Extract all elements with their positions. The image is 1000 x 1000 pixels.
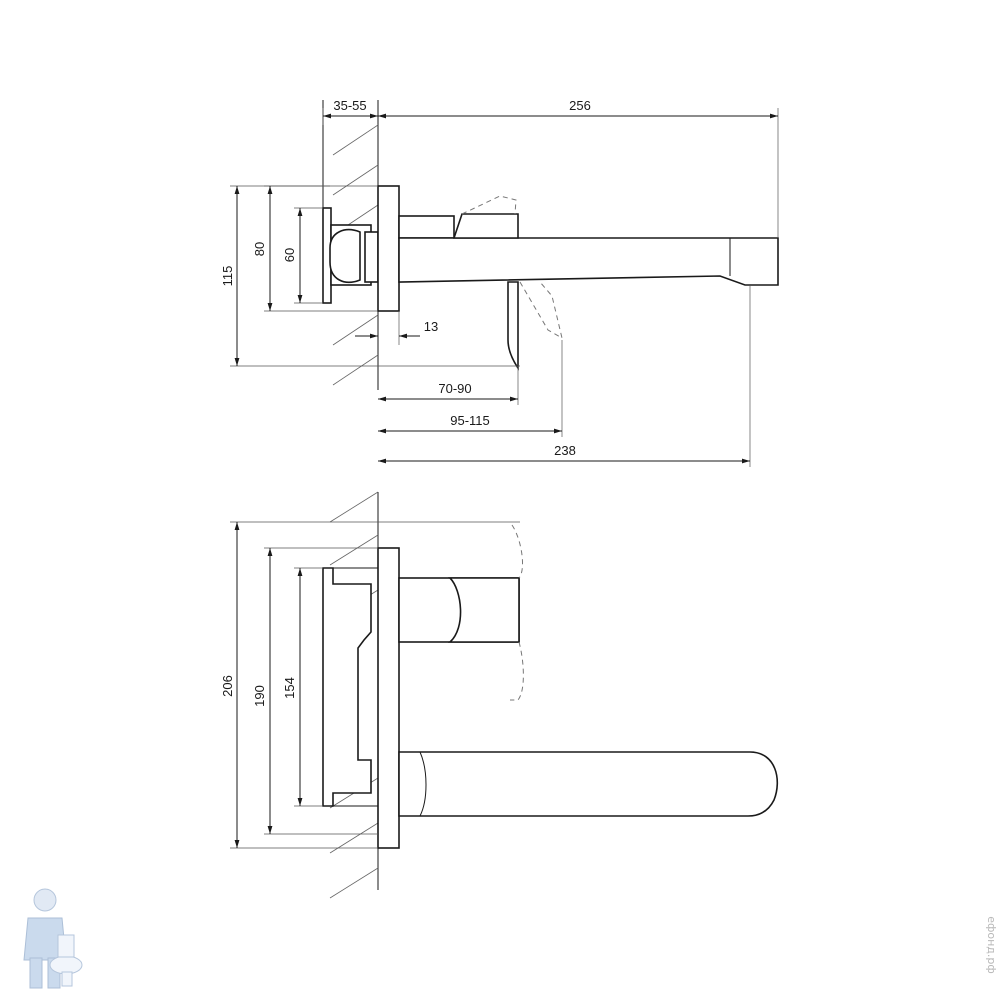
dim-outlet-distance: 238 <box>554 443 576 458</box>
wall-plate-top <box>377 185 400 312</box>
lever-side <box>398 577 520 643</box>
dim-inner-height-top: 60 <box>282 248 297 262</box>
mounting-box-side <box>322 567 378 807</box>
dim-plate-thickness: 13 <box>424 319 438 334</box>
dim-box-height: 190 <box>252 685 267 707</box>
dimension-lines-side <box>230 521 520 849</box>
watermark-text: ефонд.рф <box>985 916 998 974</box>
spout-side <box>398 751 778 817</box>
dimension-lines-top <box>230 108 779 467</box>
mounting-body-top <box>322 207 379 304</box>
lever-dashed-position <box>510 524 524 701</box>
dim-spout-length: 256 <box>569 98 591 113</box>
top-view: 35-55 256 115 80 60 13 70-90 95-115 238 <box>220 98 779 467</box>
side-view: 206 190 154 <box>220 491 778 899</box>
handle-rotated-dashed <box>461 195 563 340</box>
dim-handle-reach-2: 95-115 <box>450 413 490 428</box>
dim-body-height: 80 <box>252 242 267 256</box>
dim-plate-height-side: 206 <box>220 675 235 697</box>
faucet-body-top <box>398 213 779 371</box>
wall-plate-side <box>377 547 400 849</box>
dim-plate-height-top: 115 <box>220 266 235 287</box>
dim-inner-height-side: 154 <box>282 677 297 699</box>
plumber-mascot-logo <box>23 888 83 989</box>
dim-wall-depth: 35-55 <box>333 98 366 113</box>
dim-handle-reach-1: 70-90 <box>438 381 471 396</box>
